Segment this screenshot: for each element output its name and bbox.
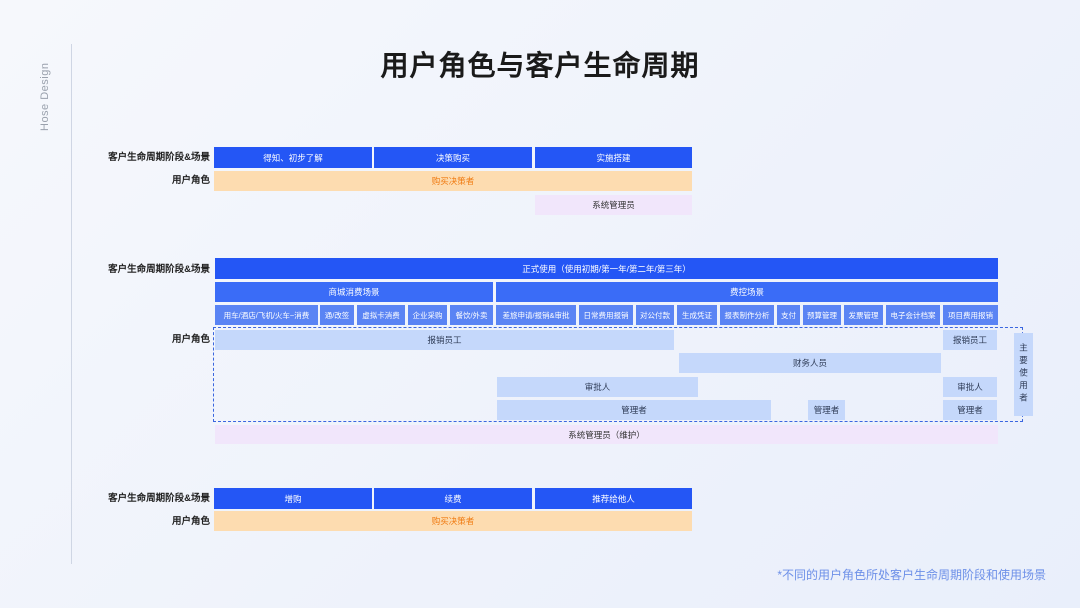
main-user-tag: 主要使用者 xyxy=(1014,333,1033,416)
scene-project-reimbursement: 项目费用报销 xyxy=(943,305,998,325)
brand-watermark: Hose Design xyxy=(39,62,51,131)
role-sysadmin-maintenance: 系统管理员（维护） xyxy=(215,425,998,444)
role-employee: 报销员工 xyxy=(215,330,674,350)
role-employee-right: 报销员工 xyxy=(943,330,997,350)
section2-role-label: 用户角色 xyxy=(171,334,210,345)
stage-decision: 决策购买 xyxy=(374,147,532,168)
role-finance: 财务人员 xyxy=(679,353,941,373)
section1-role-label: 用户角色 xyxy=(171,175,210,186)
scene-catering: 餐饮/外卖 xyxy=(450,305,493,325)
scene-virtual-card: 虚拟卡消费 xyxy=(357,305,405,325)
role-manager: 管理者 xyxy=(497,400,771,420)
stage-awareness: 得知、初步了解 xyxy=(214,147,372,168)
scene-report-analysis: 报表制作分析 xyxy=(720,305,774,325)
scene-travel-application: 差旅申请/报销&审批 xyxy=(496,305,576,325)
scene-travel-consumption: 用车/酒店/飞机/火车~消费 xyxy=(215,305,318,325)
scene-e-archive: 电子会计档案 xyxy=(886,305,940,325)
role-sysadmin: 系统管理员 xyxy=(535,195,692,215)
role-buyer: 购买决策者 xyxy=(214,171,692,191)
role-manager-mid: 管理者 xyxy=(808,400,845,420)
scene-budget: 预算管理 xyxy=(803,305,841,325)
scene-payment: 支付 xyxy=(777,305,800,325)
section3-stage-label: 客户生命周期阶段&场景 xyxy=(108,493,210,504)
stage-referral: 推荐给他人 xyxy=(535,488,692,509)
footnote: *不同的用户角色所处客户生命周期阶段和使用场景 xyxy=(777,568,1046,582)
stage-formal-use: 正式使用（使用初期/第一年/第二年/第三年） xyxy=(215,258,998,279)
section3-role-label: 用户角色 xyxy=(171,516,210,527)
section2-stage-label: 客户生命周期阶段&场景 xyxy=(108,264,210,275)
group-mall-consumption: 商城消费场景 xyxy=(215,282,493,302)
section1-stage-label: 客户生命周期阶段&场景 xyxy=(108,152,210,163)
scene-daily-reimbursement: 日常费用报销 xyxy=(579,305,633,325)
role-approver-right: 审批人 xyxy=(943,377,997,397)
stage-renewal: 续费 xyxy=(374,488,532,509)
scene-corporate-payment: 对公付款 xyxy=(636,305,674,325)
role-buyer-retention: 购买决策者 xyxy=(214,511,692,531)
scene-voucher: 生成凭证 xyxy=(677,305,717,325)
role-approver: 审批人 xyxy=(497,377,698,397)
scene-invoice: 发票管理 xyxy=(844,305,883,325)
scene-procurement: 企业采购 xyxy=(408,305,447,325)
role-manager-right: 管理者 xyxy=(943,400,997,420)
stage-upsell: 增购 xyxy=(214,488,372,509)
left-divider xyxy=(71,44,72,564)
page-title: 用户角色与客户生命周期 xyxy=(380,50,700,81)
stage-implementation: 实施搭建 xyxy=(535,147,692,168)
scene-rebooking: 通/改签 xyxy=(320,305,354,325)
group-expense-control: 费控场景 xyxy=(496,282,998,302)
